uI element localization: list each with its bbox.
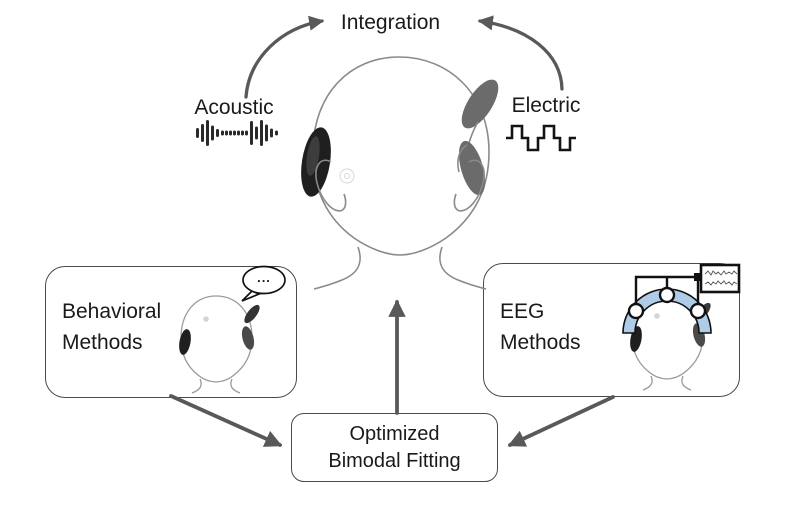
arrow-behavioral-to-fitting (169, 394, 283, 447)
arrow-acoustic-to-integration (244, 15, 325, 99)
behavioral-head-figure (179, 295, 260, 394)
eeg-head-figure (622, 263, 741, 391)
behavioral-methods-label: Behavioral Methods (62, 300, 162, 354)
eeg-wire (634, 275, 700, 305)
acoustic-label: Acoustic (194, 96, 274, 119)
optimized-fitting-box: Optimized Bimodal Fitting (291, 413, 498, 482)
hearing-aid-icon (301, 127, 331, 197)
eeg-electrode (658, 286, 676, 304)
arrow-eeg-to-fitting (507, 395, 615, 447)
speech-bubble-text: ... (257, 270, 271, 285)
electric-pulse-icon (506, 124, 576, 152)
optimized-fitting-label: Optimized Bimodal Fitting (328, 422, 461, 472)
eeg-methods-label: EEG Methods (500, 300, 581, 354)
speech-bubble-icon (241, 265, 286, 302)
acoustic-waveform-icon (196, 120, 278, 146)
eeg-cap-icon (622, 288, 712, 334)
faint-cochlea-dot (654, 313, 660, 319)
cochlear-implant-icon (457, 79, 499, 196)
main-head-figure (301, 56, 499, 290)
faint-cochlea-dot (203, 316, 209, 322)
eeg-electrode (627, 302, 645, 320)
arrow-electric-to-integration (477, 15, 564, 91)
faint-cochlea-sketch (339, 168, 355, 184)
electric-label: Electric (511, 94, 581, 117)
eeg-recorder-icon (694, 263, 741, 294)
eeg-electrode (689, 302, 707, 320)
integration-label: Integration (340, 11, 441, 34)
